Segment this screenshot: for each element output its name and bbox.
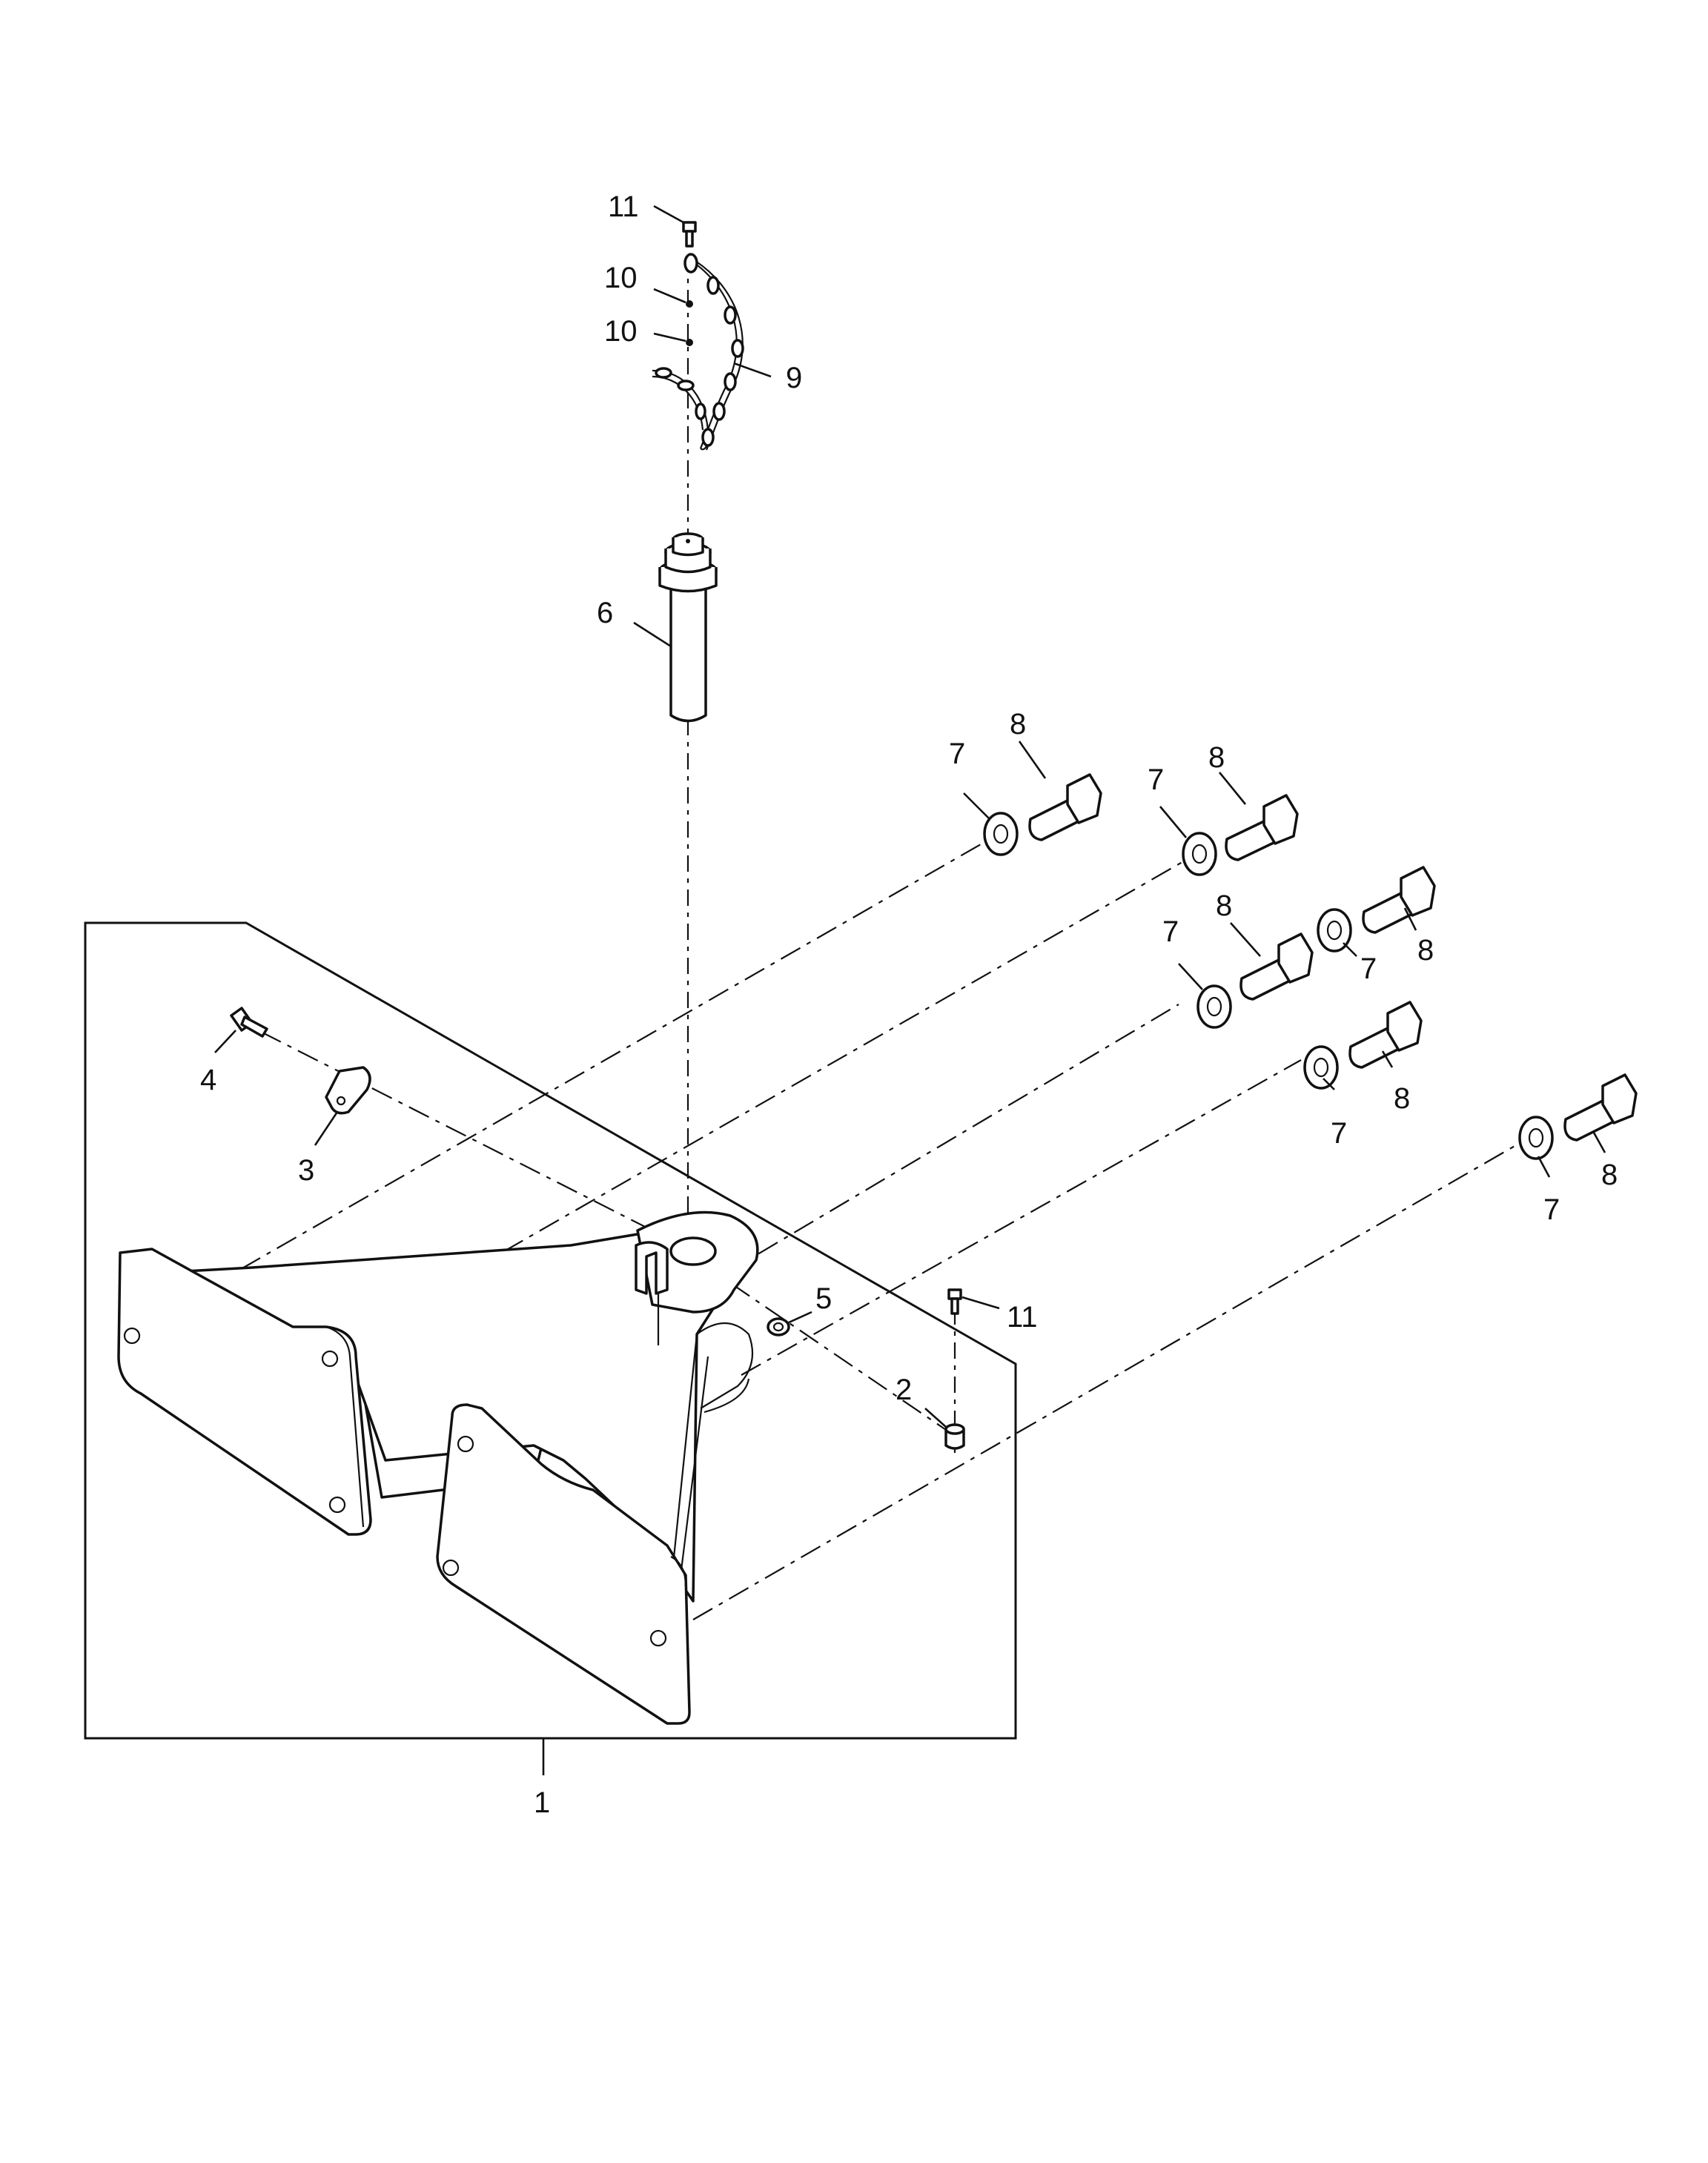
- callout-11-top: 11: [608, 191, 639, 223]
- washer-bolt-group-3: [1196, 933, 1314, 1029]
- callout-1: 1: [534, 1786, 550, 1819]
- center-lines: [240, 256, 1517, 1620]
- callout-7-c: 7: [1162, 915, 1179, 948]
- callout-10-lower: 10: [604, 315, 638, 348]
- leader-lines: [214, 205, 1606, 1775]
- callout-7-f: 7: [1543, 1193, 1560, 1226]
- washer-bolt-group-5: [1303, 1001, 1423, 1090]
- callout-11-lower: 11: [1007, 1301, 1038, 1334]
- callouts: 11 10 10 9 6 7 8 7 8 7 8 7 8 7 8 7 8 4 3…: [200, 191, 1618, 1819]
- lower-bolt-11: [947, 1288, 962, 1315]
- nut-5: [767, 1317, 790, 1336]
- callout-7-d: 7: [1360, 953, 1377, 985]
- callout-8-c: 8: [1216, 890, 1232, 922]
- washer-bolt-group-6: [1518, 1073, 1638, 1160]
- sleeve-2: [944, 1423, 965, 1450]
- callout-9: 9: [786, 362, 802, 394]
- callout-7-e: 7: [1331, 1117, 1347, 1150]
- washer-bolt-group-1: [983, 773, 1102, 856]
- callout-5: 5: [815, 1282, 832, 1315]
- callout-8-b: 8: [1208, 741, 1225, 774]
- chain: [652, 253, 744, 451]
- callout-7-a: 7: [949, 738, 965, 770]
- callout-8-d: 8: [1417, 934, 1434, 967]
- hitch-pin: [658, 532, 718, 723]
- assembly-frame: [84, 921, 1017, 1740]
- callout-3: 3: [298, 1154, 314, 1187]
- bracket-3: [325, 1066, 371, 1115]
- callout-8-f: 8: [1601, 1159, 1618, 1191]
- callout-10-upper: 10: [604, 262, 638, 294]
- callout-8-e: 8: [1394, 1082, 1410, 1115]
- callout-8-a: 8: [1010, 708, 1026, 741]
- hitch-body: [117, 1210, 759, 1725]
- callout-6: 6: [597, 597, 613, 629]
- callout-2: 2: [896, 1374, 912, 1406]
- top-bolt-11: [682, 221, 697, 248]
- callout-7-b: 7: [1148, 763, 1164, 796]
- washer-bolt-group-2: [1182, 794, 1299, 876]
- washer-bolt-group-4: [1317, 866, 1436, 953]
- bolt-4: [230, 1007, 268, 1038]
- callout-4: 4: [200, 1064, 216, 1096]
